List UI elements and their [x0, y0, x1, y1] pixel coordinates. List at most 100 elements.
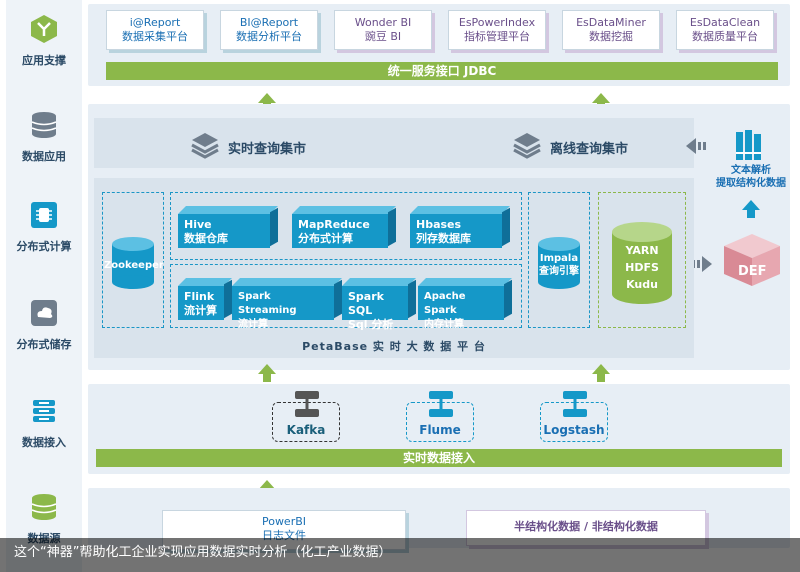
sidebar-label: 数据应用 — [22, 150, 66, 163]
spark-streaming-block[interactable]: Spark Streaming 流计算 — [232, 286, 334, 330]
up-arrow-icon — [742, 200, 760, 210]
storage-label: YARN HDFS Kudu — [610, 242, 674, 293]
block-title: Spark SQL — [348, 290, 384, 317]
up-arrow-icon — [592, 93, 610, 103]
impala-line: Impala — [539, 253, 579, 264]
ingest-bar: 实时数据接入 — [96, 449, 782, 467]
storage-line: Kudu — [626, 278, 658, 291]
block-title: Apache Spark — [424, 291, 466, 316]
layers-icon — [513, 133, 541, 159]
zookeeper-group — [102, 192, 164, 328]
logstash-icon — [563, 391, 587, 417]
up-arrow-icon — [258, 364, 276, 374]
app-card-title: i@Report — [129, 16, 181, 29]
query-bar — [94, 118, 694, 168]
flume-icon — [429, 391, 453, 417]
right-arrow-icon — [692, 256, 712, 272]
sidebar-item-data-ingest: 数据接入 — [6, 396, 82, 450]
impala-group — [528, 192, 590, 328]
block-subtitle: 流计算 — [238, 319, 268, 330]
app-card-title: EsDataClean — [689, 16, 761, 29]
apache-spark-block[interactable]: Apache Spark 内存计算 — [418, 286, 504, 330]
logstash-label: Logstash — [543, 423, 605, 437]
flume-label: Flume — [419, 423, 461, 437]
sidebar-item-app-support: 应用支撑 — [6, 14, 82, 68]
sidebar-label: 分布式储存 — [16, 338, 72, 351]
sidebar-label: 分布式计算 — [16, 240, 72, 253]
cloud-storage-icon — [31, 300, 57, 326]
up-arrow-stem — [597, 374, 605, 382]
storage-line: HDFS — [625, 261, 659, 274]
compute-top-group — [170, 192, 522, 260]
compute-bottom-group — [170, 264, 522, 328]
block-subtitle: 数据仓库 — [184, 232, 228, 245]
sidebar-label: 数据接入 — [22, 436, 66, 449]
app-card-title: BI@Report — [239, 16, 299, 29]
block-title: Hbases — [416, 218, 462, 231]
impala-line: 查询引擎 — [539, 266, 579, 277]
app-card-title: Wonder BI — [354, 16, 412, 29]
y-branch-icon — [31, 15, 57, 43]
block-subtitle: 流计算 — [184, 304, 217, 317]
block-title: Flink — [184, 290, 215, 303]
source-line: PowerBI — [261, 515, 307, 528]
app-card-title: EsPowerIndex — [458, 16, 536, 29]
flow-icon — [33, 400, 55, 422]
zookeeper-label: Zookeeper — [104, 260, 164, 271]
left-arrow-icon — [686, 138, 706, 154]
kafka-icon — [295, 391, 319, 417]
storage-line: YARN — [625, 244, 659, 257]
block-title: Spark Streaming — [238, 291, 297, 316]
database-icon — [31, 494, 57, 520]
offline-query-label: 离线查询集市 — [550, 142, 629, 157]
logstash-chip[interactable]: Logstash — [540, 391, 608, 442]
app-card-subtitle: 指标管理平台 — [464, 30, 530, 43]
up-arrow-icon — [258, 93, 276, 103]
layers-icon — [191, 133, 219, 159]
sidebar-item-distributed-compute: 分布式计算 — [6, 200, 82, 254]
zookeeper-cylinder — [112, 237, 154, 289]
app-card-subtitle: 豌豆 BI — [364, 30, 402, 43]
books-icon — [736, 130, 761, 160]
database-stack-icon — [31, 112, 57, 138]
app-card-title: EsDataMiner — [576, 16, 646, 29]
kafka-chip[interactable]: Kafka — [272, 391, 340, 442]
text-parse-label: 文本解析提取结构化数据 — [706, 164, 796, 190]
sidebar-label: 应用支撑 — [22, 54, 66, 67]
block-subtitle: Sql 分析 — [348, 318, 394, 331]
kafka-label: Kafka — [286, 423, 326, 437]
app-card-subtitle: 数据挖掘 — [589, 30, 633, 43]
up-arrow-icon — [592, 364, 610, 374]
sidebar: 应用支撑 数据应用 分布式计算 分布式储存 数据接入 数据源 — [6, 0, 82, 572]
text-parse-line: 文本解析 — [731, 165, 771, 176]
chip-icon — [31, 202, 57, 228]
app-card-subtitle: 数据分析平台 — [236, 30, 302, 43]
impala-cylinder — [538, 237, 580, 289]
realtime-query-label: 实时查询集市 — [228, 142, 307, 157]
app-card-subtitle: 数据采集平台 — [122, 30, 188, 43]
block-subtitle: 内存计算 — [424, 319, 464, 330]
block-subtitle: 列存数据库 — [416, 232, 471, 245]
text-parse-line: 提取结构化数据 — [716, 178, 786, 189]
up-arrow-icon — [258, 480, 276, 490]
up-arrow-stem — [747, 210, 755, 218]
def-label: DEF — [738, 264, 767, 279]
impala-label: Impala 查询引擎 — [530, 252, 588, 278]
flume-chip[interactable]: Flume — [406, 391, 474, 442]
storage-cylinder — [612, 222, 672, 304]
up-arrow-stem — [263, 374, 271, 382]
block-subtitle: 分布式计算 — [298, 232, 353, 245]
storage-group — [598, 192, 686, 328]
def-box — [724, 234, 780, 286]
